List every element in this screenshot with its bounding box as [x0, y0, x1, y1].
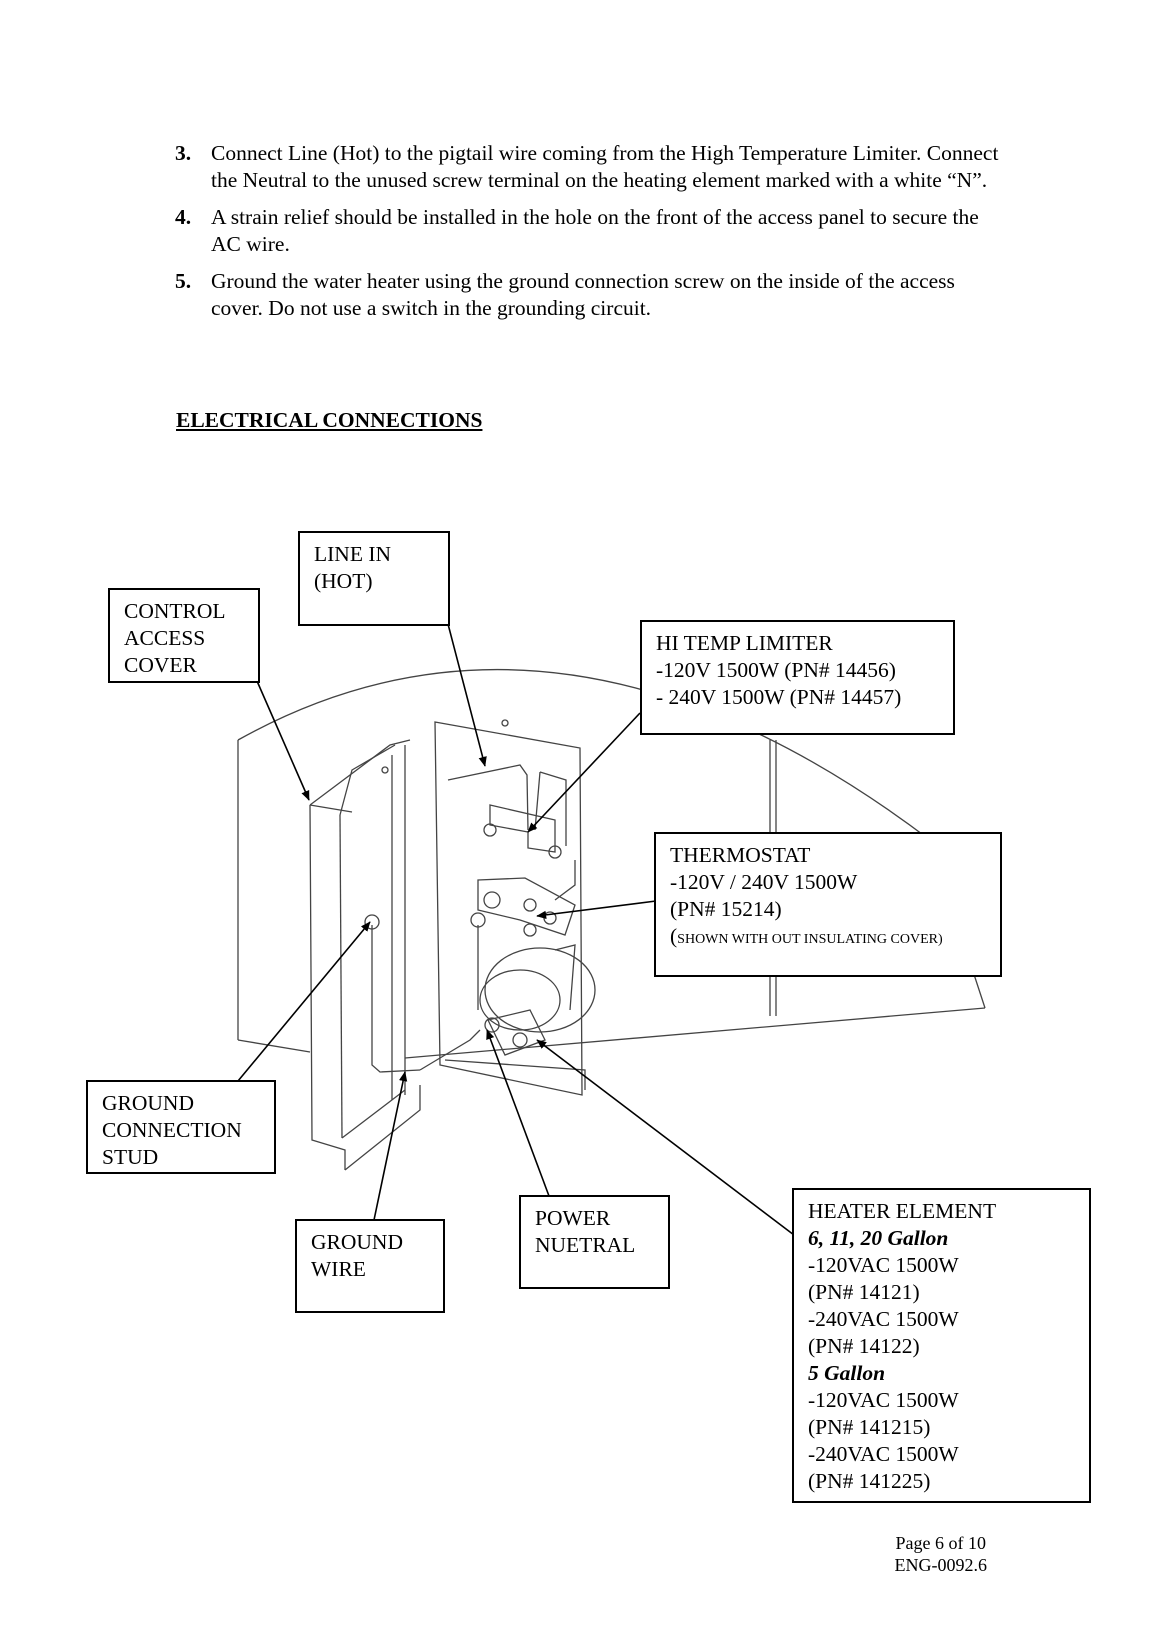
callout-line: -120VAC 1500W: [808, 1388, 959, 1412]
note-paren: (: [670, 924, 678, 948]
step-number: 5.: [175, 269, 192, 293]
step-number: 4.: [175, 205, 192, 229]
callout-line: ACCESS: [124, 626, 206, 650]
callout-line: NUETRAL: [535, 1233, 636, 1257]
callout-line: (PN# 15214): [670, 897, 782, 921]
gallon-heading: 6, 11, 20 Gallon: [808, 1226, 949, 1250]
callout-line: -120V / 240V 1500W: [670, 870, 858, 894]
heater-illustration: [237, 668, 986, 1171]
callout-line: (PN# 14122): [808, 1334, 920, 1358]
step-4: 4. A strain relief should be installed i…: [175, 204, 1005, 258]
callout-line: - 240V 1500W (PN# 14457): [656, 685, 902, 709]
callout-line: COVER: [124, 653, 197, 677]
page-number: Page 6 of 10: [895, 1533, 986, 1553]
gallon-heading: 5 Gallon: [808, 1361, 886, 1385]
step-number: 3.: [175, 141, 192, 165]
callout-line: (PN# 141225): [808, 1469, 931, 1493]
callout-line: CONTROL: [124, 599, 226, 623]
control-access-cover-callout: CONTROL ACCESS COVER: [108, 588, 260, 683]
ground-connection-stud-leader: [237, 921, 371, 1082]
note-text: SHOWN WITH OUT INSULATING COVER): [677, 932, 943, 947]
step-text: A strain relief should be installed in t…: [211, 205, 979, 256]
power-neutral-callout: POWER NUETRAL: [519, 1195, 670, 1289]
callout-line: WIRE: [311, 1257, 366, 1281]
document-number: ENG-0092.6: [894, 1555, 988, 1575]
callout-line: -120VAC 1500W: [808, 1253, 959, 1277]
step-text: Connect Line (Hot) to the pigtail wire c…: [211, 141, 999, 192]
callout-line: POWER: [535, 1206, 611, 1230]
section-title: ELECTRICAL CONNECTIONS: [176, 408, 483, 432]
callout-line: HEATER ELEMENT: [808, 1199, 997, 1223]
ground-wire-leader: [373, 1071, 408, 1221]
callout-line: -240VAC 1500W: [808, 1307, 959, 1331]
callout-line: THERMOSTAT: [670, 843, 811, 867]
hi-temp-limiter-callout: HI TEMP LIMITER -120V 1500W (PN# 14456) …: [640, 620, 955, 735]
ground-wire-callout: GROUND WIRE: [295, 1219, 445, 1313]
thermostat-leader: [536, 900, 657, 919]
callout-line: GROUND: [102, 1091, 194, 1115]
callout-line: GROUND: [311, 1230, 403, 1254]
heater-element-callout: HEATER ELEMENT 6, 11, 20 Gallon -120VAC …: [792, 1188, 1091, 1503]
callout-line: LINE IN: [314, 542, 392, 566]
heater-element-leader: [536, 1039, 795, 1236]
control-access-cover-leader: [256, 680, 310, 801]
thermostat-callout: THERMOSTAT -120V / 240V 1500W (PN# 15214…: [654, 832, 1002, 977]
thermostat-note: (SHOWN WITH OUT INSULATING COVER): [670, 923, 986, 953]
step-5: 5. Ground the water heater using the gro…: [175, 268, 1005, 322]
callout-leaders: [237, 623, 795, 1236]
callout-line: (PN# 141215): [808, 1415, 931, 1439]
line-in-leader: [447, 623, 487, 767]
callout-line: (HOT): [314, 569, 373, 593]
callout-line: STUD: [102, 1145, 159, 1169]
line-in-callout: LINE IN (HOT): [298, 531, 450, 626]
step-3: 3. Connect Line (Hot) to the pigtail wir…: [175, 140, 1005, 194]
callout-line: CONNECTION: [102, 1118, 242, 1142]
power-neutral-leader: [486, 1029, 550, 1197]
instruction-steps: 3. Connect Line (Hot) to the pigtail wir…: [175, 140, 1005, 332]
hi-temp-limiter-leader: [527, 712, 641, 833]
step-text: Ground the water heater using the ground…: [211, 269, 955, 320]
page-footer: Page 6 of 10 ENG-0092.6: [895, 1532, 988, 1576]
ground-connection-stud-callout: GROUND CONNECTION STUD: [86, 1080, 276, 1174]
callout-line: -240VAC 1500W: [808, 1442, 959, 1466]
callout-line: (PN# 14121): [808, 1280, 920, 1304]
callout-line: HI TEMP LIMITER: [656, 631, 833, 655]
callout-line: -120V 1500W (PN# 14456): [656, 658, 896, 682]
